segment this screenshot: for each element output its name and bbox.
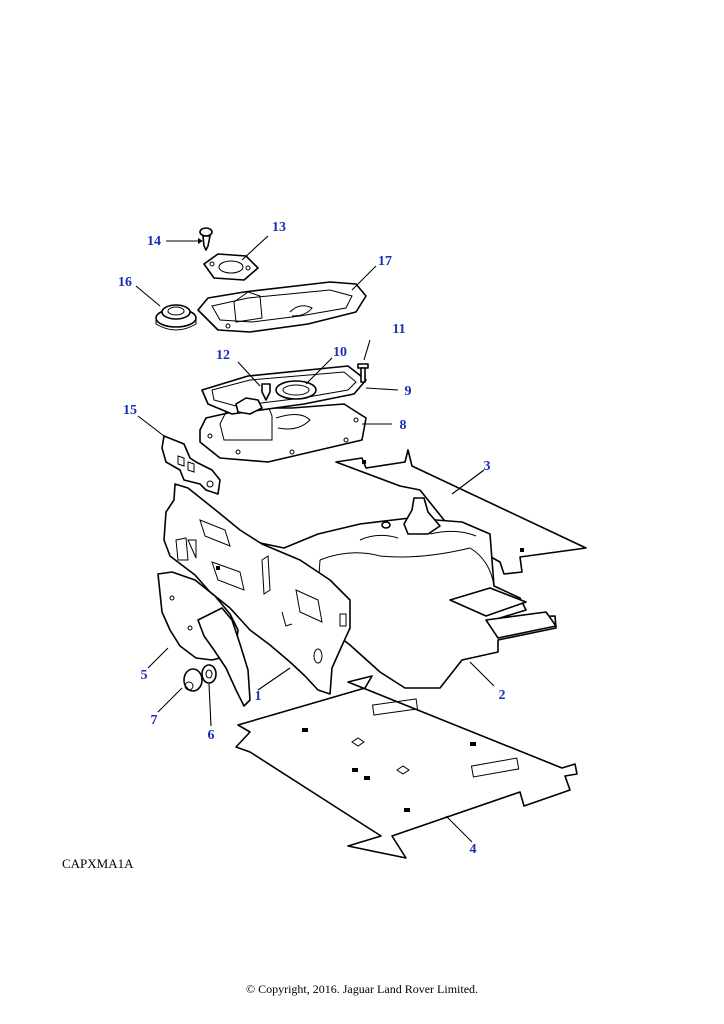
callout-6: 6 bbox=[208, 728, 215, 743]
callout-12: 12 bbox=[216, 348, 230, 363]
part-14-screw bbox=[199, 227, 213, 251]
part-4-floor-mat bbox=[235, 675, 578, 859]
part-2-floor-insulation bbox=[239, 497, 557, 689]
part-13-plate bbox=[203, 253, 259, 281]
part-5-side-panel bbox=[157, 571, 251, 707]
part-8-housing bbox=[199, 403, 367, 463]
part-15-panel bbox=[161, 435, 221, 495]
callout-3: 3 bbox=[484, 459, 491, 474]
copyright-notice: © Copyright, 2016. Jaguar Land Rover Lim… bbox=[245, 982, 479, 996]
callout-9: 9 bbox=[405, 384, 412, 399]
callout-16: 16 bbox=[118, 275, 132, 290]
callout-17: 17 bbox=[378, 254, 392, 269]
callout-10: 10 bbox=[333, 345, 347, 360]
part-10-ring-seal bbox=[275, 380, 317, 400]
part-3-upper-mat bbox=[335, 449, 587, 575]
callout-8: 8 bbox=[400, 418, 407, 433]
callout-7: 7 bbox=[151, 713, 158, 728]
callout-11: 11 bbox=[392, 322, 405, 337]
callout-1: 1 bbox=[255, 689, 262, 704]
leader-arrowheads bbox=[198, 238, 203, 244]
figure-id: CAPXMA1A bbox=[62, 856, 134, 871]
part-1-bulkhead-insulation bbox=[163, 483, 351, 695]
part-6-washer bbox=[201, 664, 217, 684]
callout-5: 5 bbox=[141, 668, 148, 683]
part-16-grommet bbox=[155, 304, 197, 331]
part-7-grommet bbox=[183, 668, 203, 692]
part-17-cover bbox=[197, 281, 367, 333]
callout-14: 14 bbox=[147, 234, 161, 249]
part-11-bolt bbox=[357, 363, 369, 383]
leader-lines bbox=[135, 235, 495, 843]
callout-4: 4 bbox=[470, 842, 477, 857]
callout-2: 2 bbox=[499, 688, 506, 703]
callout-15: 15 bbox=[123, 403, 137, 418]
callout-labels: 1 2 3 4 5 6 7 8 9 10 11 12 13 14 15 16 1… bbox=[118, 220, 506, 857]
callout-13: 13 bbox=[272, 220, 286, 235]
part-12-screw bbox=[235, 383, 271, 415]
